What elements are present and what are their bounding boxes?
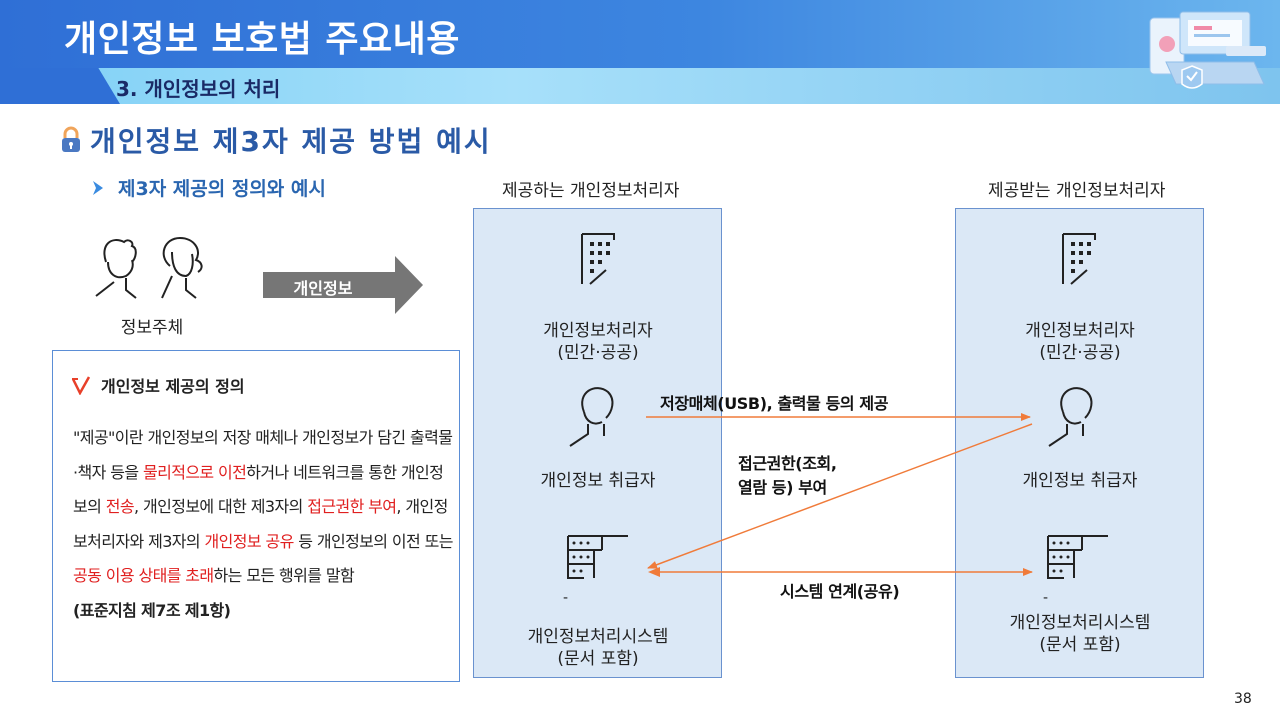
receiver-handler-label: 개인정보 취급자 [1022, 471, 1138, 491]
person-icon [1048, 387, 1093, 447]
server-icon [1047, 535, 1108, 579]
page-title: 개인정보 보호법 주요내용 [64, 19, 460, 60]
person-icon [569, 387, 614, 447]
receiver-processor-label: 개인정보처리자 [1025, 321, 1135, 341]
definition-highlight: 전송 [105, 497, 135, 516]
definition-text-part: , 개인정보처리자와 제3자의 [73, 497, 448, 551]
check-icon [71, 376, 91, 395]
definition-heading: 개인정보 제공의 정의 [71, 373, 245, 397]
definition-text-part: 하거나 네트워크를 통한 개인정보의 [73, 462, 444, 517]
access-flow-label-line2: 열람 등) 부여 [738, 478, 827, 497]
building-icon [1062, 233, 1096, 285]
subtitle-bar-accent [0, 68, 120, 104]
page-number: 38 [1234, 691, 1252, 707]
definition-text-part: "제공"이란 개인정보의 저장 매체나 개인정보가 담긴 출력물·책자 등을 [73, 428, 453, 482]
receiver-processor-sublabel: (민간·공공) [1039, 343, 1121, 363]
definition-text-part: , 개인정보에 대한 제3자의 [133, 497, 308, 516]
definition-highlight: 물리적으로 이전 [142, 462, 247, 482]
receiver-system-sublabel: (문서 포함) [1039, 635, 1121, 655]
data-transfer-arrow [263, 256, 423, 314]
data-transfer-arrow-label: 개인정보 [293, 279, 353, 298]
provider-system-dash: - [563, 590, 569, 606]
receiver-heading: 제공받는 개인정보처리자 [988, 181, 1166, 201]
access-flow-label-line1: 접근권한(조회, [738, 454, 837, 473]
subtitle-bar [0, 68, 1280, 104]
definition-highlight: 접근권한 부여 [307, 497, 397, 516]
subsection-title: 제3자 제공의 정의와 예시 [118, 178, 326, 200]
media-flow-label: 저장매체(USB), 출력물 등의 제공 [660, 394, 889, 413]
definition-title: 개인정보 제공의 정의 [101, 377, 245, 396]
receiver-system-label: 개인정보처리시스템 [1009, 613, 1151, 633]
definition-box: 개인정보 제공의 정의 "제공"이란 개인정보의 저장 매체나 개인정보가 담긴… [52, 350, 460, 682]
provider-system-sublabel: (문서 포함) [557, 649, 639, 669]
person-icon [161, 236, 203, 299]
provider-system-label: 개인정보처리시스템 [527, 627, 669, 647]
chevron-right-icon [93, 180, 103, 195]
section-heading: 개인정보 제3자 제공 방법 예시 [60, 120, 492, 160]
provider-handler-label: 개인정보 취급자 [540, 471, 656, 491]
data-subject-label: 정보주체 [120, 318, 184, 338]
provider-heading: 제공하는 개인정보처리자 [502, 181, 680, 201]
server-icon [567, 535, 628, 579]
receiver-system-dash: - [1043, 590, 1049, 606]
provider-processor-label: 개인정보처리자 [543, 321, 653, 341]
definition-text-part: 등 개인정보의 이전 또는 [293, 531, 453, 551]
subsection-heading: 제3자 제공의 정의와 예시 [90, 174, 326, 201]
definition-text-part: 하는 모든 행위를 말함 [213, 566, 355, 585]
definition-text: "제공"이란 개인정보의 저장 매체나 개인정보가 담긴 출력물·책자 등을 물… [73, 421, 453, 628]
building-icon [581, 233, 615, 285]
definition-highlight: 개인정보 공유 [204, 531, 295, 551]
lock-icon [62, 126, 80, 152]
page-subtitle: 3. 개인정보의 처리 [116, 77, 281, 101]
definition-highlight: 공동 이용 상태를 초래 [73, 566, 214, 585]
definition-reference: (표준지침 제7조 제1항) [73, 600, 231, 620]
system-link-label: 시스템 연계(공유) [780, 582, 900, 601]
person-icon [95, 239, 137, 299]
section-title: 개인정보 제3자 제공 방법 예시 [90, 125, 492, 158]
provider-processor-sublabel: (민간·공공) [557, 343, 639, 363]
security-laptop-illustration [1149, 11, 1266, 89]
